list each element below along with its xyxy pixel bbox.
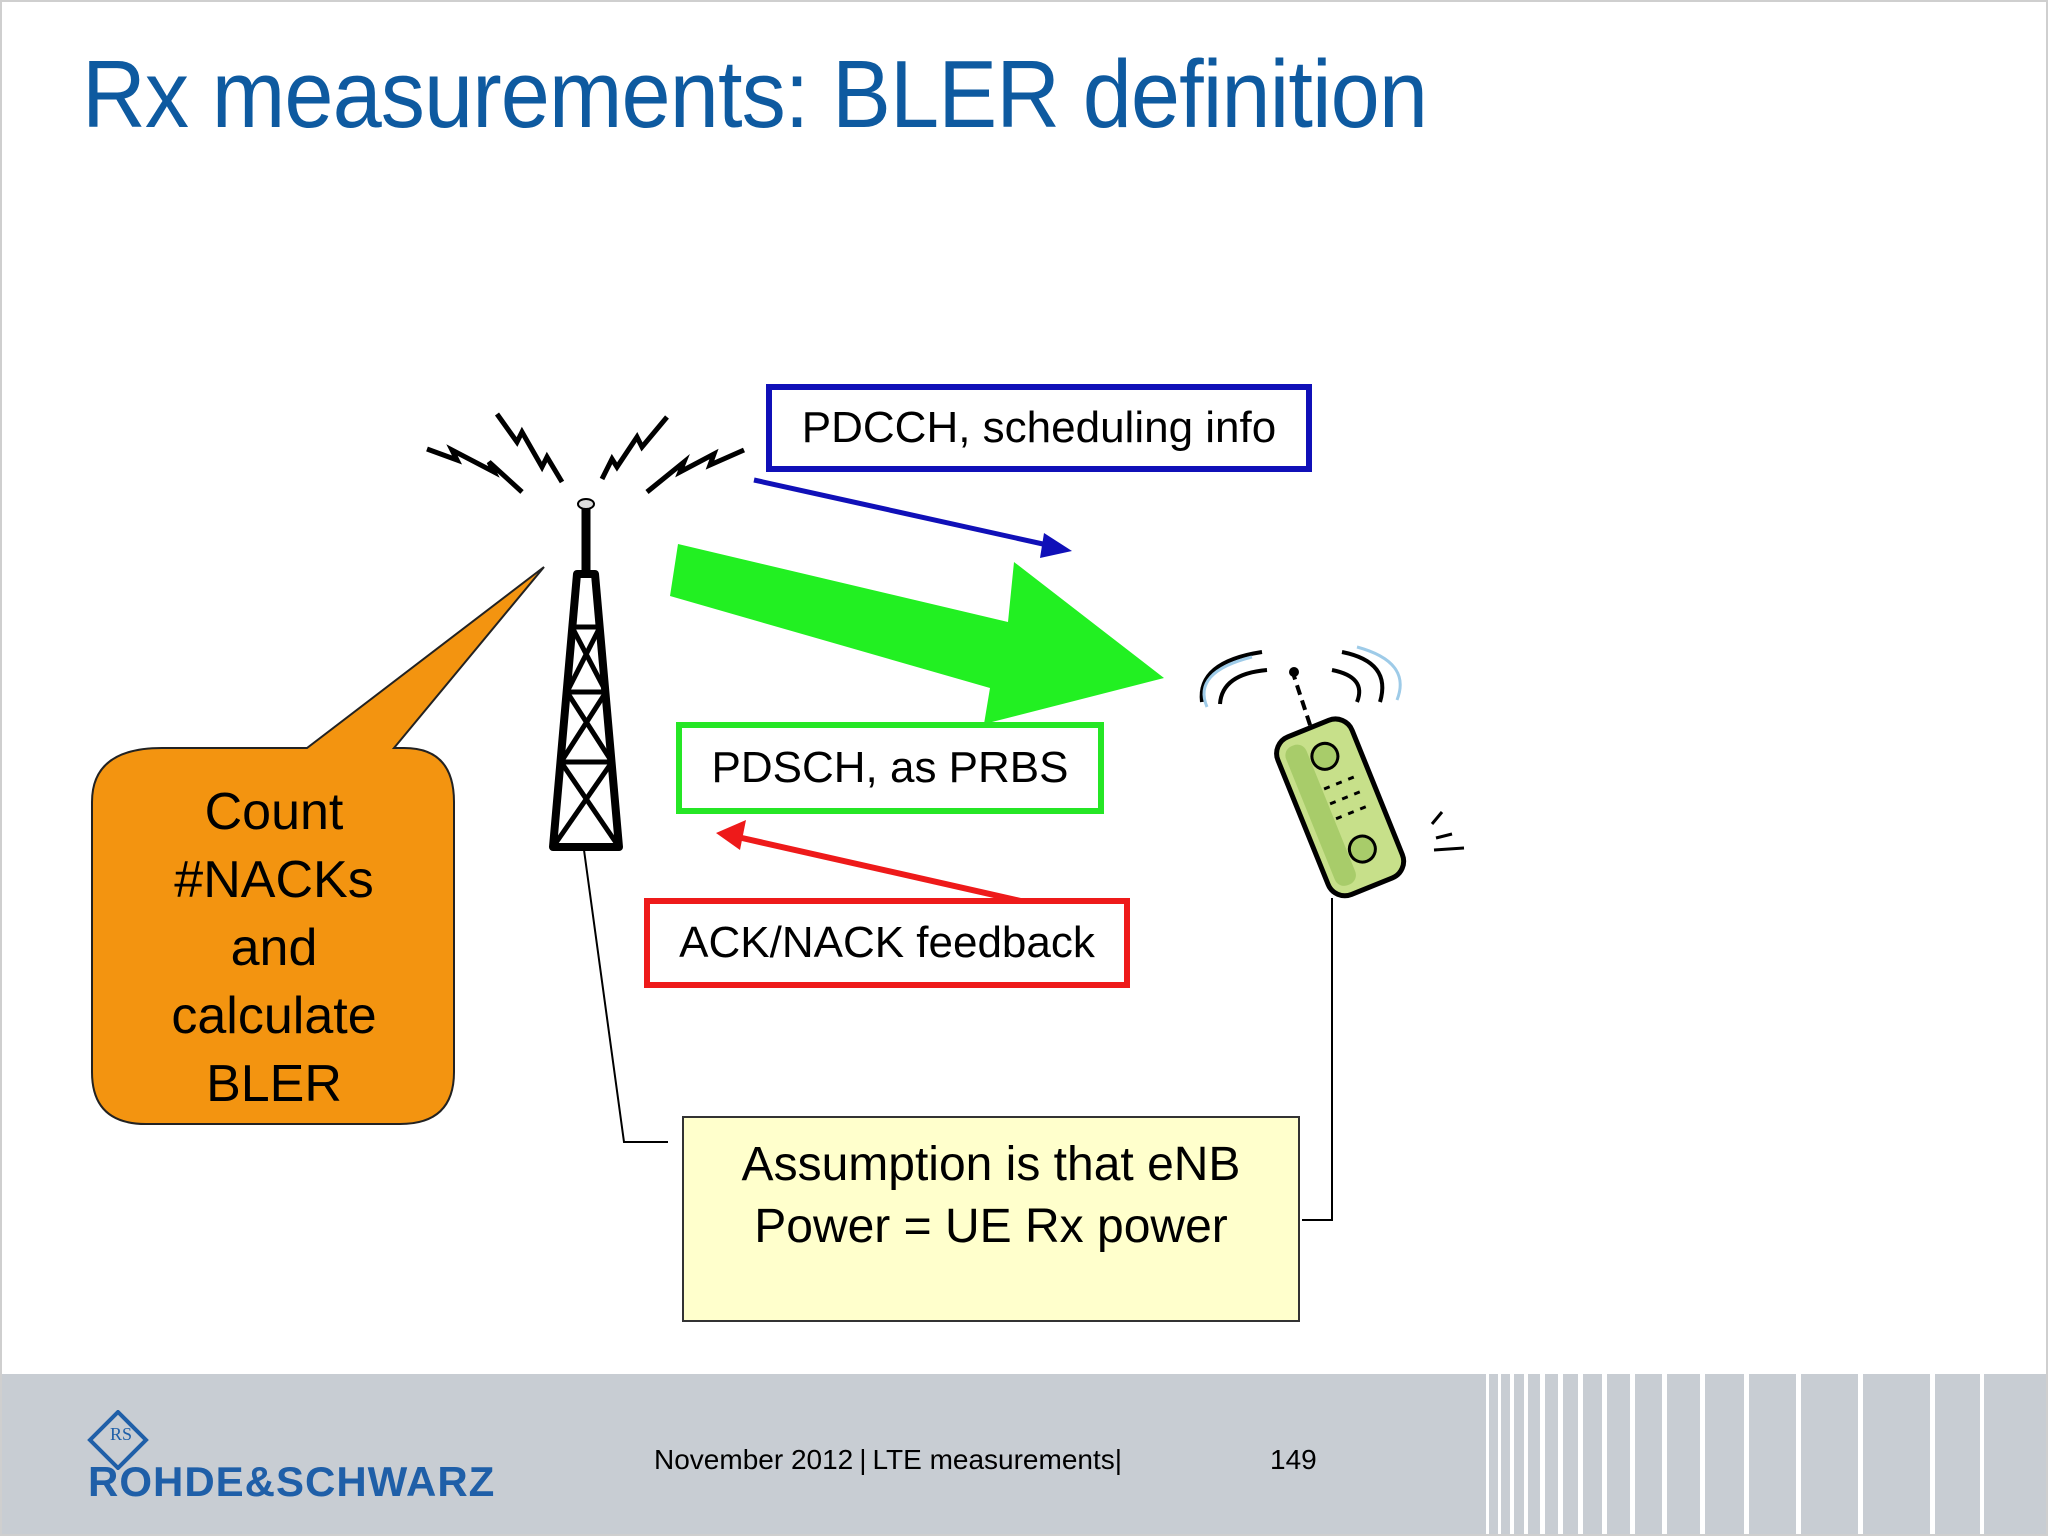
footer-topic: LTE measurements — [872, 1444, 1115, 1475]
radio-wave-icon — [426, 412, 746, 494]
tower-connector-line — [583, 849, 668, 1143]
footer-separator: | — [1114, 1444, 1123, 1475]
assumption-line: Assumption is that eNB — [741, 1138, 1241, 1191]
rs-logo-icon: RS — [87, 1410, 149, 1470]
pdcch-arrow — [753, 477, 1053, 549]
callout-line: #NACKs — [174, 851, 374, 909]
footer-date-topic: November 2012|LTE measurements| — [654, 1444, 1122, 1476]
pdcch-label-box: PDCCH, scheduling info — [766, 384, 1312, 472]
callout-line: and — [230, 919, 318, 977]
footer-stripes — [1486, 1374, 1984, 1534]
phone-connector-line — [1302, 898, 1333, 1221]
assumption-line: Power = UE Rx power — [754, 1200, 1228, 1253]
assumption-box: Assumption is that eNB Power = UE Rx pow… — [682, 1116, 1300, 1322]
pdsch-label-box: PDSCH, as PRBS — [676, 722, 1104, 814]
callout-bubble — [91, 566, 545, 1125]
ack-arrow — [741, 835, 1035, 907]
ack-label-box: ACK/NACK feedback — [644, 898, 1130, 988]
rs-logo-mark: RS — [110, 1424, 132, 1444]
slide-footer: RS ROHDE&SCHWARZ November 2012|LTE measu… — [2, 1374, 2046, 1534]
ack-label: ACK/NACK feedback — [679, 918, 1095, 967]
callout-line: calculate — [171, 987, 377, 1045]
mobile-phone-icon — [1199, 645, 1465, 899]
footer-date: November 2012 — [654, 1444, 854, 1475]
callout-line: BLER — [206, 1055, 342, 1113]
callout-line: Count — [204, 783, 344, 841]
logo-text: ROHDE&SCHWARZ — [88, 1458, 496, 1505]
callout-text: Count #NACKs and calculate BLER — [96, 778, 452, 1118]
footer-separator: | — [859, 1444, 867, 1475]
pdsch-arrow — [670, 544, 1164, 724]
page-number: 149 — [1270, 1444, 1317, 1475]
page-title: Rx measurements: BLER definition — [82, 41, 1428, 148]
pdcch-label: PDCCH, scheduling info — [801, 403, 1277, 452]
antenna-tower-icon — [549, 498, 623, 851]
pdsch-label: PDSCH, as PRBS — [711, 743, 1069, 792]
